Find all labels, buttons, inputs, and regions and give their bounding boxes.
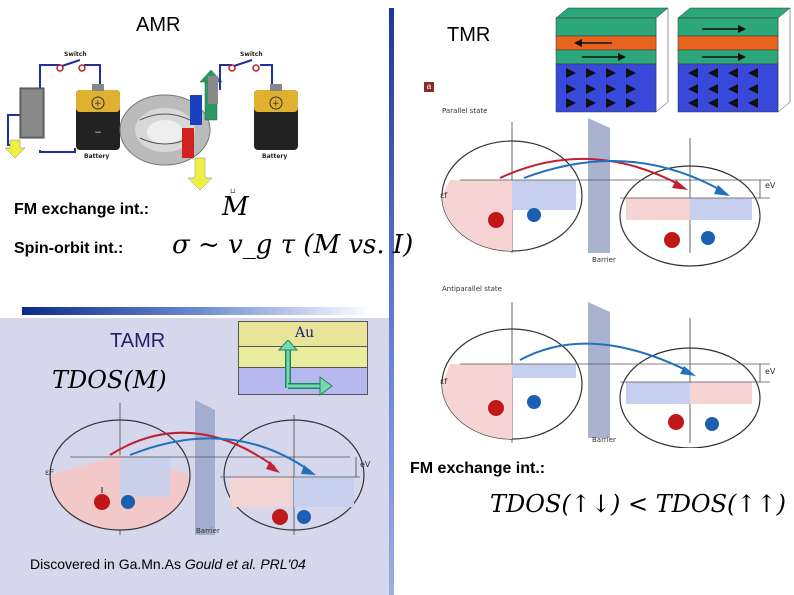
left-battery-label: Battery	[84, 153, 109, 160]
svg-text:+: +	[94, 99, 102, 109]
amr-spin-orbit-formula: σ ~ v_g τ (M vs. I)	[172, 230, 414, 260]
tmr-parallel-label: Parallel state	[442, 107, 488, 115]
au-label: Au	[295, 325, 315, 341]
amr-fm-exchange-formula: M	[222, 192, 249, 222]
right-battery-label: Battery	[262, 153, 287, 160]
tamr-band-diagram: εF eV Barrier	[45, 400, 371, 535]
tamr-barrier-label: Barrier	[196, 527, 220, 535]
tmr-parallel-band-diagram: εf eV Barrier	[440, 118, 776, 267]
tmr-tdos-formula: TDOS(↑↓) < TDOS(↑↑)	[490, 490, 786, 518]
tamr-title: TAMR	[110, 330, 166, 352]
left-switch-label: Switch	[64, 51, 87, 58]
tamr-tdos-formula: TDOS(M)	[52, 366, 167, 394]
tmr-panel-letter-box: a	[424, 82, 434, 92]
tmr-fm-exchange-label: FM exchange int.:	[410, 460, 546, 477]
amr-title: AMR	[136, 14, 181, 36]
au-layer: Au	[238, 321, 368, 347]
tmr-layer-stacks	[555, 7, 791, 113]
amr-spin-orbit-label: Spin-orbit int.:	[14, 240, 124, 257]
gaas-layer	[238, 347, 368, 368]
svg-text:−: −	[94, 128, 102, 138]
tmr-antiparallel-ev-label: eV	[765, 367, 776, 376]
tamr-discovered-ref: Gould et al. PRL'04	[184, 556, 306, 572]
tamr-discovered-note: Discovered in Ga.Mn.As Gould et al. PRL'…	[30, 556, 306, 572]
au-stack: Au	[238, 321, 368, 395]
gamnas-layer	[238, 368, 368, 395]
tmr-parallel-ef-label: εf	[440, 191, 447, 200]
tmr-parallel-barrier-label: Barrier	[592, 256, 616, 264]
section-divider	[389, 8, 394, 595]
tmr-antiparallel-ef-label: εf	[440, 377, 447, 386]
tmr-antiparallel-band-diagram: εf eV Barrier	[440, 302, 776, 448]
amr-fm-exchange-label: FM exchange int.:	[14, 201, 150, 218]
tmr-parallel-ev-label: eV	[765, 181, 776, 190]
tmr-antiparallel-barrier-label: Barrier	[592, 436, 616, 444]
tmr-antiparallel-label: Antiparallel state	[442, 285, 502, 293]
tamr-panel-top-bar	[22, 307, 372, 315]
right-switch-label: Switch	[240, 51, 263, 58]
au-magnetization-arrows	[277, 340, 333, 396]
amr-circuit-illustration: Switch + − Battery Switch + Battery	[4, 51, 298, 190]
tamr-discovered-prefix: Discovered in Ga.Mn.As	[30, 556, 181, 572]
tmr-panel-letter: a	[426, 82, 432, 91]
tmr-title: TMR	[447, 24, 491, 46]
svg-text:+: +	[272, 99, 280, 109]
tamr-ev-label: eV	[360, 460, 371, 469]
amr-m-hat-mark: ⊔	[230, 187, 236, 195]
tamr-ef-label: εF	[45, 468, 54, 477]
